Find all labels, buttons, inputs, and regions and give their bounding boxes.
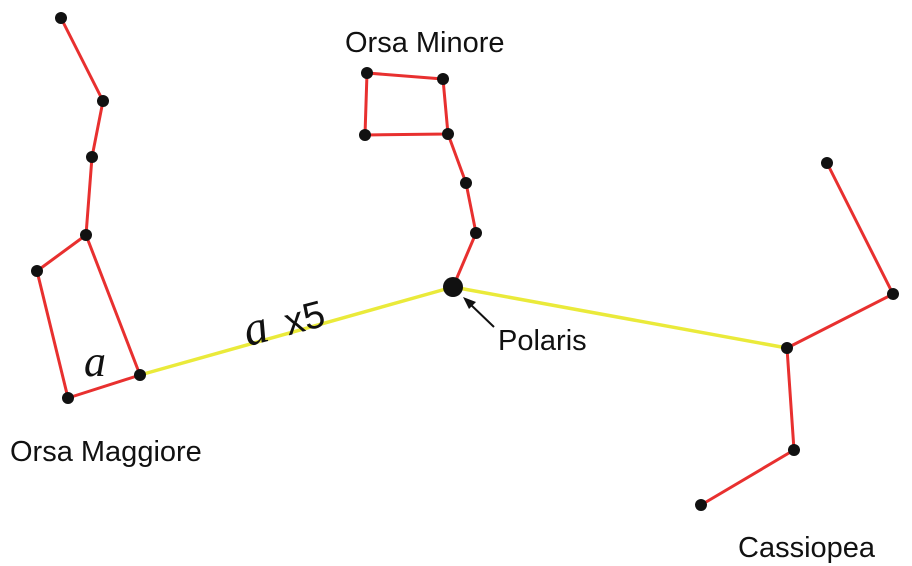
ursa-minor-star xyxy=(437,73,449,85)
ursa-major-star xyxy=(97,95,109,107)
ursa-major-lines xyxy=(35,16,142,400)
ursa-major-star xyxy=(55,12,67,24)
ursa-major-star xyxy=(31,265,43,277)
ursa-major-star xyxy=(62,392,74,404)
ursa-major-star xyxy=(86,151,98,163)
cassiopeia-star xyxy=(887,288,899,300)
ursa-minor-star xyxy=(442,128,454,140)
alpha-distance-symbol-multiplied: a xyxy=(237,300,274,357)
pointer-lines xyxy=(138,285,789,377)
polaris-star xyxy=(443,277,463,297)
polaris-arrow xyxy=(463,297,495,328)
pointer-line-polaris-to-cassiopeia xyxy=(451,285,789,350)
distance-factor-label: x5 xyxy=(280,293,330,344)
cassiopeia-star xyxy=(781,342,793,354)
ursa-major-star-pointer xyxy=(134,369,146,381)
cassiopeia-star xyxy=(788,444,800,456)
ursa-minor-line xyxy=(363,71,450,137)
ursa-major-star xyxy=(80,229,92,241)
ursa-minor-star xyxy=(359,129,371,141)
cassiopeia-star xyxy=(821,157,833,169)
ursa-minor-star xyxy=(470,227,482,239)
ursa-major-label: Orsa Maggiore xyxy=(10,436,202,468)
pointer-line-ursa-major-to-polaris xyxy=(138,285,455,377)
ursa-minor-label: Orsa Minore xyxy=(345,27,505,59)
ursa-minor-lines xyxy=(363,71,478,289)
stars xyxy=(31,12,899,511)
cassiopeia-label: Cassiopea xyxy=(738,532,876,564)
distance-multiplier: a x5 xyxy=(237,293,330,357)
ursa-minor-star xyxy=(361,67,373,79)
cassiopeia-star xyxy=(695,499,707,511)
ursa-major-handle-line xyxy=(35,16,142,400)
alpha-distance-symbol: a xyxy=(84,337,106,386)
polaris-label: Polaris xyxy=(498,325,587,357)
ursa-minor-star xyxy=(460,177,472,189)
ursa-minor-tail-line xyxy=(446,132,478,289)
